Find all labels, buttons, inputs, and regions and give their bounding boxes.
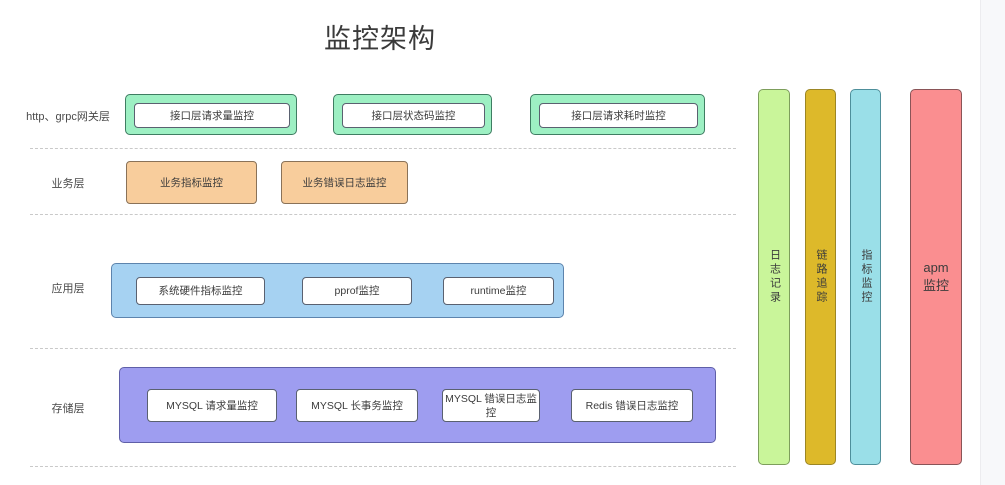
- gateway-item-3[interactable]: 接口层请求耗时监控: [539, 103, 698, 128]
- divider-application-storage: [30, 348, 736, 349]
- gateway-group-3: 接口层请求耗时监控: [530, 94, 705, 135]
- storage-item-3[interactable]: MYSQL 错误日志监控: [442, 389, 540, 422]
- gateway-item-1[interactable]: 接口层请求量监控: [134, 103, 290, 128]
- application-item-2[interactable]: pprof监控: [302, 277, 412, 305]
- pillar-apm-label: apm 监控: [922, 260, 949, 293]
- divider-business-application: [30, 214, 736, 215]
- pillar-logging-label: 日志记录: [768, 249, 781, 305]
- layer-label-storage: 存储层: [51, 403, 85, 415]
- page-gutter: [981, 0, 1005, 485]
- gateway-item-2[interactable]: 接口层状态码监控: [342, 103, 485, 128]
- page-gutter-line: [980, 0, 981, 485]
- storage-group: MYSQL 请求量监控 MYSQL 长事务监控 MYSQL 错误日志监控 Red…: [119, 367, 716, 443]
- gateway-group-2: 接口层状态码监控: [333, 94, 492, 135]
- pillar-tracing-label: 链路追踪: [815, 249, 827, 305]
- layer-label-gateway: http、grpc网关层: [26, 111, 110, 123]
- application-item-3[interactable]: runtime监控: [443, 277, 554, 305]
- storage-item-2[interactable]: MYSQL 长事务监控: [296, 389, 418, 422]
- application-item-1[interactable]: 系统硬件指标监控: [136, 277, 265, 305]
- layer-label-application: 应用层: [51, 283, 85, 295]
- divider-gateway-business: [30, 148, 736, 149]
- business-item-1[interactable]: 业务指标监控: [126, 161, 257, 204]
- page-title: 监控架构: [324, 24, 436, 54]
- storage-item-4[interactable]: Redis 错误日志监控: [571, 389, 693, 422]
- application-group: 系统硬件指标监控 pprof监控 runtime监控: [111, 263, 564, 318]
- pillar-metrics-label: 指标监控: [860, 249, 872, 305]
- storage-item-1[interactable]: MYSQL 请求量监控: [147, 389, 277, 422]
- pillar-apm[interactable]: apm 监控: [910, 89, 962, 465]
- pillar-tracing[interactable]: 链路追踪: [805, 89, 836, 465]
- pillar-logging[interactable]: 日志记录: [758, 89, 790, 465]
- business-item-2[interactable]: 业务错误日志监控: [281, 161, 408, 204]
- divider-storage-bottom: [30, 466, 736, 467]
- layer-label-business: 业务层: [51, 178, 85, 190]
- pillar-metrics[interactable]: 指标监控: [850, 89, 881, 465]
- gateway-group-1: 接口层请求量监控: [125, 94, 297, 135]
